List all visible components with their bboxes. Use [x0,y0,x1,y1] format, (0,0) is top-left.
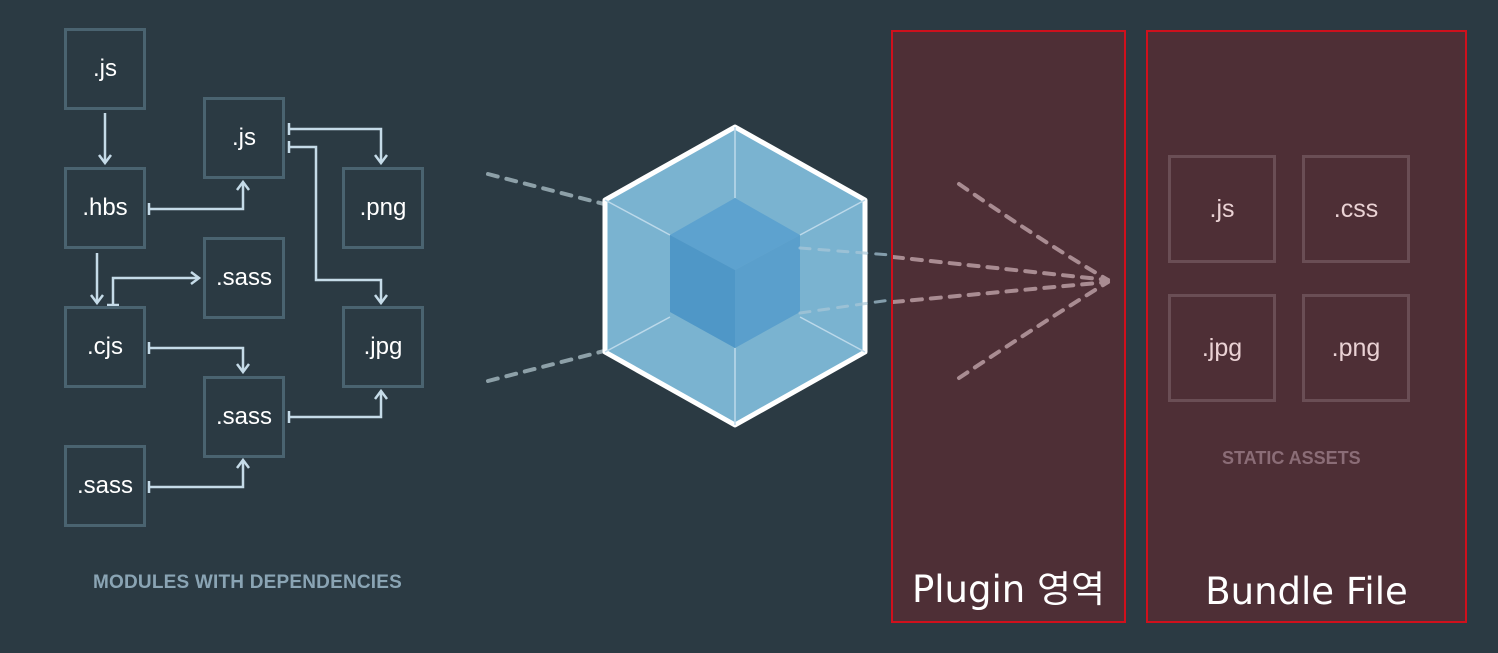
module-label: .js [93,55,117,82]
plugin-region: Plugin 영역 [891,30,1126,623]
module-box: .cjs [64,306,146,388]
webpack-cube-icon [602,124,868,428]
dependency-arrow [289,392,383,419]
module-box: .js [64,28,146,110]
input-dashed-line [486,348,610,383]
module-box: .jpg [342,306,424,388]
module-box: .hbs [64,167,146,249]
arrowhead [236,363,250,375]
arrowhead [236,179,250,191]
module-label: .png [359,194,407,221]
asset-box: .css [1302,155,1410,263]
module-box: .js [203,97,285,179]
asset-label: .js [1209,194,1235,223]
module-box: .sass [203,237,285,319]
arrowhead [90,294,104,306]
asset-label: .png [1331,333,1381,362]
module-box: .sass [203,376,285,458]
plugin-region-title: Plugin 영역 [911,568,1106,611]
dependency-arrow [149,346,245,371]
modules-caption: MODULES WITH DEPENDENCIES [93,572,403,593]
module-label: .sass [76,472,133,499]
arrowhead [374,154,388,166]
arrowhead [236,457,250,469]
cube-dashed-line [798,298,892,315]
module-label: .sass [215,264,272,291]
dependency-arrow [149,461,245,489]
static-assets-caption: STATIC ASSETS [1222,448,1361,468]
bundle-region: .js .css .jpg .png STATIC ASSETS Bundle … [1146,30,1467,623]
cube-dashed-line [798,246,892,257]
asset-label: .jpg [1201,333,1243,362]
asset-box: .png [1302,294,1410,402]
plugin-arrow-icon [893,182,1110,380]
arrowhead [374,388,388,400]
dependency-arrow [149,183,245,211]
asset-box: .jpg [1168,294,1276,402]
module-label: .hbs [82,194,128,221]
module-label: .cjs [87,333,123,360]
module-label: .js [232,124,256,151]
module-label: .sass [215,403,272,430]
module-box: .sass [64,445,146,527]
arrowhead [190,271,202,285]
arrowhead [374,294,388,306]
module-label: .jpg [363,333,403,360]
dependency-arrow [289,145,383,302]
input-dashed-line [486,172,610,207]
module-box: .png [342,167,424,249]
dependency-arrow [111,276,198,305]
asset-label: .css [1333,194,1379,223]
arrowhead [98,154,112,166]
bundle-region-title: Bundle File [1205,570,1408,613]
asset-box: .js [1168,155,1276,263]
dependency-arrow [289,127,383,162]
